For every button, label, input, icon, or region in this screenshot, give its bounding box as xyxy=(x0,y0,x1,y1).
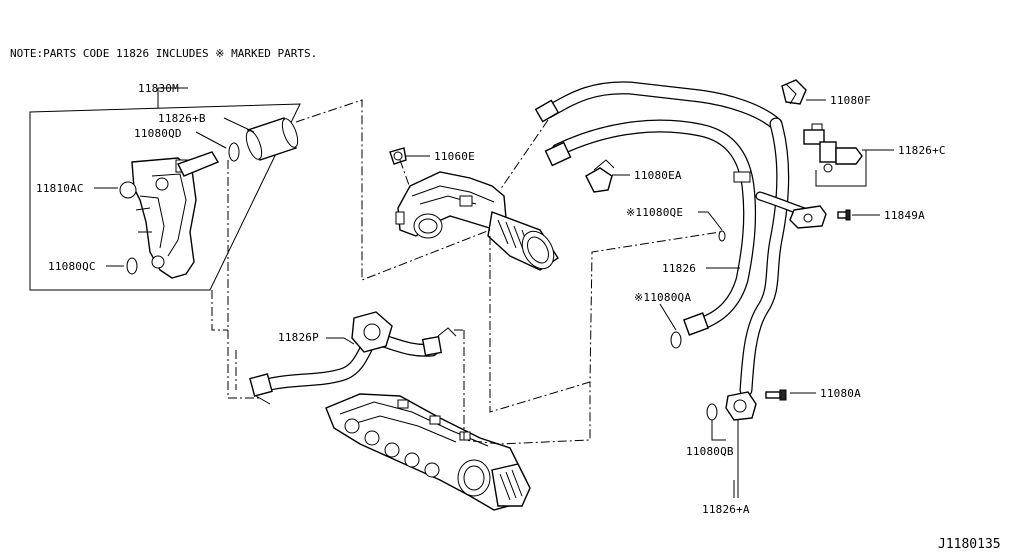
hose-end-fitting-icon xyxy=(544,141,572,167)
pcv-valve-icon xyxy=(725,391,757,421)
label-11826-c: 11826+C xyxy=(898,144,946,157)
connector-11826c-icon xyxy=(803,123,863,173)
o-ring-qb-icon xyxy=(706,403,718,421)
intake-duct-icon xyxy=(395,171,507,239)
intake-manifold-icon xyxy=(325,393,531,511)
clamp-11060e-icon xyxy=(389,147,407,165)
bracket-11849a-icon xyxy=(789,205,851,229)
pcv-hose-main xyxy=(534,81,825,397)
hose-end-fitting-icon xyxy=(534,99,560,123)
pcv-valve-a-group xyxy=(706,389,816,498)
hose-connector-icon xyxy=(351,311,393,353)
hose-clamp-icon xyxy=(249,373,273,405)
intake-duct-group xyxy=(389,147,559,271)
label-11826-a: 11826+A xyxy=(702,503,750,516)
parts-note: NOTE:PARTS CODE 11826 INCLUDES ※ MARKED … xyxy=(10,47,317,60)
label-11826-b: 11826+B xyxy=(158,112,206,125)
hose-clamp-icon xyxy=(421,327,457,357)
group-box-outline xyxy=(29,103,301,291)
o-ring-qd-icon xyxy=(228,142,240,162)
label-11080qb: 11080QB xyxy=(686,445,734,458)
label-11826: 11826 xyxy=(662,262,696,275)
intake-manifold-group xyxy=(325,393,531,511)
oil-separator-icon xyxy=(131,151,220,279)
o-ring-qe-icon xyxy=(718,230,726,242)
label-11080qe: ※11080QE xyxy=(626,206,683,219)
label-11830m: 11830M xyxy=(138,82,179,95)
routing-dash-lines xyxy=(211,99,721,445)
clamp-11080ea-icon xyxy=(585,159,615,193)
hose-segment-b-icon xyxy=(245,117,299,161)
label-11080ea: 11080EA xyxy=(634,169,682,182)
label-11080a: 11080A xyxy=(820,387,861,400)
label-11080f: 11080F xyxy=(830,94,871,107)
o-ring-ac-icon xyxy=(119,181,137,199)
label-11060e: 11060E xyxy=(434,150,475,163)
label-11810ac: 11810AC xyxy=(36,182,84,195)
clip-11080f-icon xyxy=(781,79,807,105)
label-11826p: 11826P xyxy=(278,331,319,344)
intake-boot-icon xyxy=(487,211,559,271)
label-11080qc: 11080QC xyxy=(48,260,96,273)
o-ring-qa-icon xyxy=(670,331,682,349)
o-ring-qc-icon xyxy=(126,257,138,275)
hose-11826p-group xyxy=(249,311,457,405)
part-labels: 11830M 11826+B 11080QD 11810AC 11080QC 1… xyxy=(36,82,946,516)
label-11849a: 11849A xyxy=(884,209,925,222)
diagram-code: J1180135 xyxy=(938,537,1001,552)
hose-end-fitting-icon xyxy=(682,312,710,336)
pcv-connector-group xyxy=(781,79,894,229)
bolt-11080a-icon xyxy=(765,389,787,401)
label-11080qd: 11080QD xyxy=(134,127,182,140)
oil-separator-group xyxy=(29,87,301,291)
label-11080qa: ※11080QA xyxy=(634,291,691,304)
